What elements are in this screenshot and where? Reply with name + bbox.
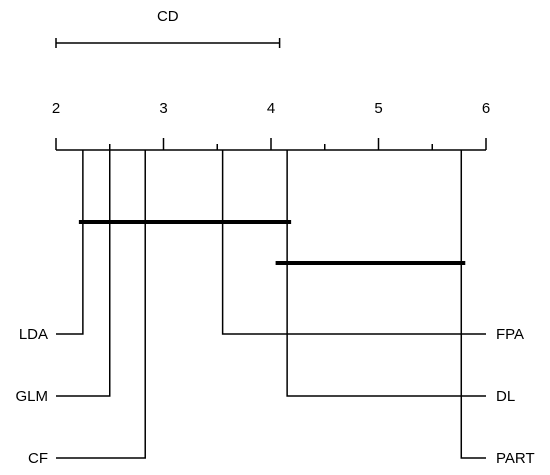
method-label: FPA bbox=[496, 326, 524, 343]
tick-label: 6 bbox=[482, 100, 490, 117]
tick-label: 3 bbox=[159, 100, 167, 117]
method-line bbox=[460, 150, 486, 459]
method-label: CF bbox=[28, 450, 48, 467]
method-label: PART bbox=[496, 450, 535, 467]
tick-label: 4 bbox=[267, 100, 275, 117]
method-line bbox=[56, 150, 146, 459]
method-line bbox=[221, 150, 486, 335]
method-label: DL bbox=[496, 388, 515, 405]
method-line bbox=[56, 150, 111, 397]
tick-label: 5 bbox=[374, 100, 382, 117]
method-line bbox=[56, 150, 84, 335]
method-line bbox=[286, 150, 486, 397]
clique-bars bbox=[78, 220, 466, 265]
cd-bar-group: CD bbox=[55, 8, 281, 48]
method-label: GLM bbox=[15, 388, 48, 405]
method-lines: LDA GLM CF FPA DL PART bbox=[15, 150, 535, 467]
tick-label: 2 bbox=[52, 100, 60, 117]
cd-label: CD bbox=[157, 8, 179, 25]
rank-axis: 2 3 4 5 6 bbox=[52, 100, 490, 151]
method-label: LDA bbox=[19, 326, 48, 343]
